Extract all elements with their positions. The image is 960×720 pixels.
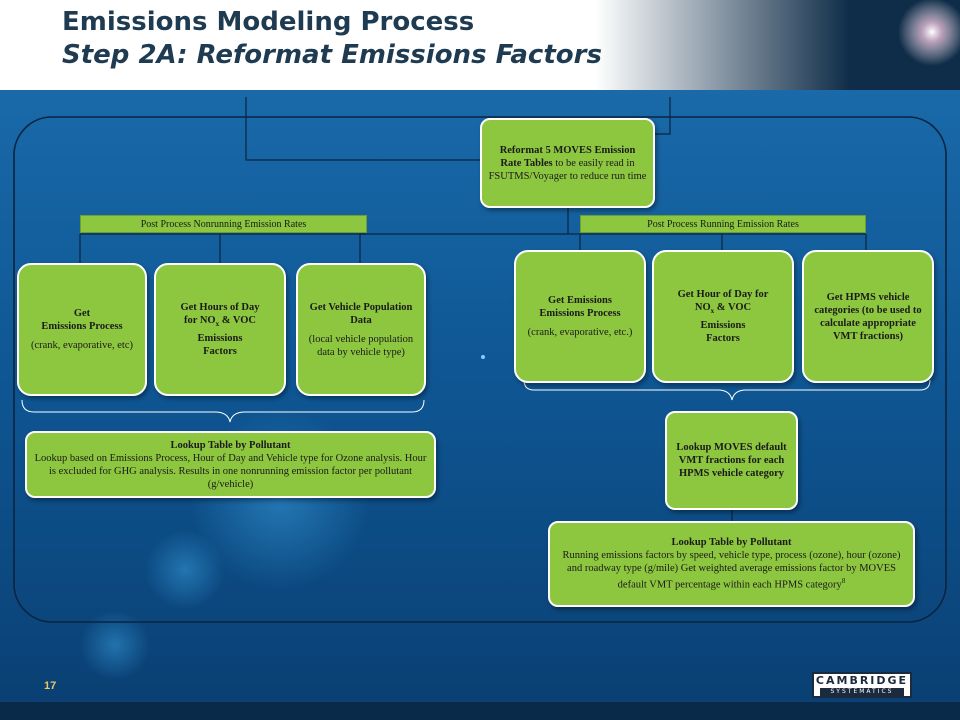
logo-tagline: SYSTEMATICS [820,688,904,696]
get-emissions-running-title-1: Get Emissions [548,295,612,306]
hpms-categories-title: Get HPMS vehicle categories (to be used … [814,291,922,342]
get-emissions-running-title-2: Emissions Process [539,308,621,319]
lens-flare-decoration [850,0,960,90]
cambridge-systematics-logo: CAMBRIDGE SYSTEMATICS [812,672,912,698]
get-hours-title-1: Get Hours of Day [180,302,260,314]
right-lookup-title: Lookup Table by Pollutant [671,537,792,549]
hour-of-day-running-title-1: Get Hour of Day for [677,289,769,301]
get-emissions-process-title-1: Get [73,308,91,319]
vehicle-population-title: Get Vehicle Population Data [309,301,413,326]
logo-name: CAMBRIDGE [815,674,909,687]
title-text: Emissions Modeling Process [62,7,475,37]
get-emissions-running-box: Get Emissions Emissions Process (crank, … [514,250,646,383]
get-hours-of-day-box: Get Hours of Day for NOx & VOC Emissions… [154,263,286,396]
reformat-moves-box: Reformat 5 MOVES Emission Rate Tables to… [480,118,655,208]
get-hours-title-2: for NOx & VOC [183,315,257,329]
get-vehicle-population-box: Get Vehicle Population Data (local vehic… [296,263,426,396]
title-gradient [0,0,850,90]
get-emissions-process-box: Get Emissions Process (crank, evaporativ… [17,263,147,396]
subtitle-text: Step 2A: Reformat Emissions Factors [62,40,602,70]
lookup-moves-vmt-text: Lookup MOVES default VMT fractions for e… [676,442,787,479]
left-lookup-table-box: Lookup Table by Pollutant Lookup based o… [25,431,436,498]
get-hours-title-5: Factors [203,345,237,357]
get-emissions-process-detail: (crank, evaporative, etc) [30,340,134,351]
vehicle-population-detail: (local vehicle population data by vehicl… [308,333,414,358]
nonrunning-bar: Post Process Nonrunning Emission Rates [80,215,367,233]
hour-of-day-running-title-2: NOx & VOC [694,302,752,316]
get-hpms-categories-box: Get HPMS vehicle categories (to be used … [802,250,934,383]
slide-title: Emissions Modeling Process Step 2A: Refo… [62,6,602,72]
right-lookup-body: Running emissions factors by speed, vehi… [562,550,901,591]
running-bar: Post Process Running Emission Rates [580,215,866,233]
reformat-moves-text: Reformat 5 MOVES Emission Rate Tables to… [488,144,647,183]
get-emissions-running-detail: (crank, evaporative, etc.) [527,327,633,338]
get-emissions-process-title-2: Emissions Process [41,321,123,332]
page-number: 17 [44,680,57,692]
get-hour-of-day-running-box: Get Hour of Day for NOx & VOC Emissions … [652,250,794,383]
left-lookup-title: Lookup Table by Pollutant [170,439,291,451]
hour-of-day-running-title-5: Factors [706,332,740,344]
hour-of-day-running-title-4: Emissions [700,319,746,331]
left-lookup-body: Lookup based on Emissions Process, Hour … [34,452,427,490]
right-lookup-table-box: Lookup Table by Pollutant Running emissi… [548,521,915,607]
lookup-moves-vmt-box: Lookup MOVES default VMT fractions for e… [665,411,798,510]
get-hours-title-4: Emissions [197,332,243,344]
